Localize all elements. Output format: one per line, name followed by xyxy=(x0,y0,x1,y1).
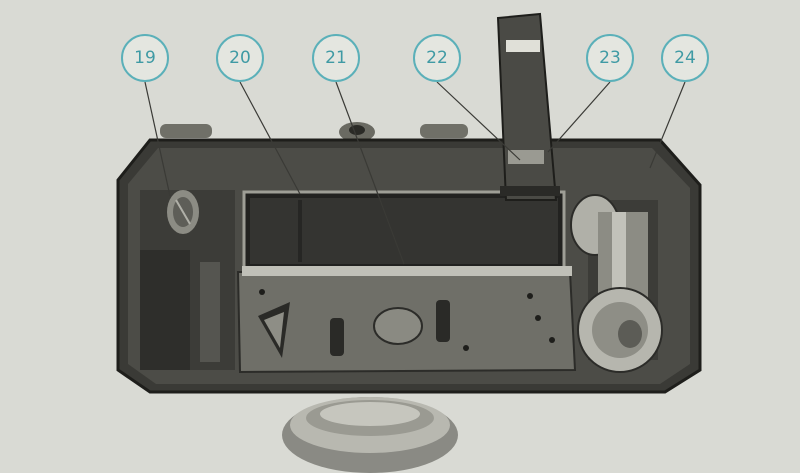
counter-lid xyxy=(496,12,560,201)
callout-22: 22 xyxy=(413,34,461,82)
callout-24: 24 xyxy=(661,34,709,82)
rewind-knob xyxy=(167,190,199,234)
lens-barrel xyxy=(282,397,458,473)
shutter-plate xyxy=(236,266,577,374)
callout-21: 21 xyxy=(312,34,360,82)
callout-23: 23 xyxy=(586,34,634,82)
take-up-spool xyxy=(570,194,663,373)
top-knobs xyxy=(160,122,468,142)
film-gate xyxy=(242,190,566,272)
callout-19: 19 xyxy=(121,34,169,82)
callout-leaders xyxy=(144,81,686,265)
callout-20: 20 xyxy=(216,34,264,82)
